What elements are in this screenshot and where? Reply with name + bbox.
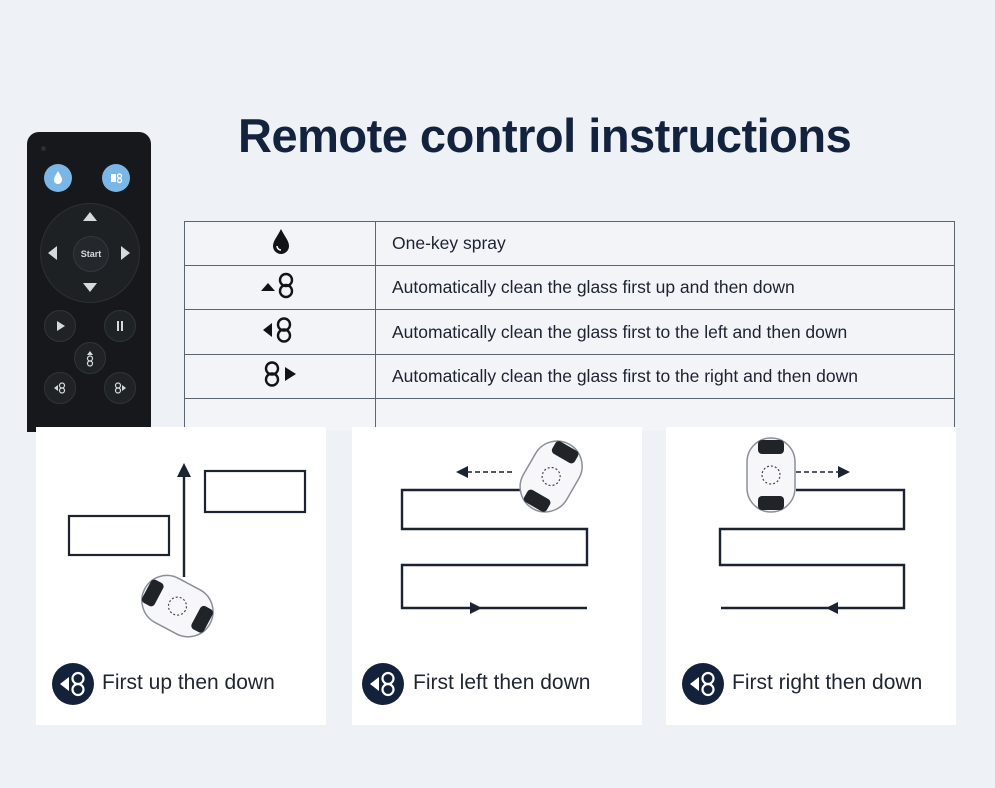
up-cycle-icon — [86, 351, 94, 367]
table-row: One-key spray — [184, 220, 955, 267]
pause-button[interactable] — [104, 310, 136, 342]
instruction-text: Automatically clean the glass first up a… — [375, 265, 955, 311]
mode-badge — [682, 663, 724, 705]
mode-panel-left: First left then down — [352, 427, 642, 725]
window-robot — [519, 440, 583, 513]
path-diagram-left — [400, 466, 589, 614]
play-button[interactable] — [44, 310, 76, 342]
instruction-text: Automatically clean the glass first to t… — [375, 353, 955, 399]
remote-control: Start — [27, 132, 151, 432]
up-arrow-button[interactable] — [83, 212, 97, 221]
mode-badge — [52, 663, 94, 705]
up-cycle-icon — [261, 273, 294, 299]
up-cycle-button[interactable] — [74, 342, 106, 374]
path-diagram-right — [718, 466, 906, 614]
path-diagram-up — [67, 463, 307, 577]
window-robot — [746, 437, 796, 513]
play-icon — [57, 321, 65, 331]
mode-badge — [362, 663, 404, 705]
instruction-table: One-key spray Automatically clean the gl… — [184, 220, 955, 431]
left-cycle-button[interactable] — [44, 372, 76, 404]
left-cycle-badge-icon — [690, 671, 715, 697]
mode-panel-up: First up then down — [36, 427, 326, 725]
left-cycle-icon — [54, 382, 66, 394]
right-cycle-button[interactable] — [104, 372, 136, 404]
table-row — [184, 397, 955, 431]
table-row: Automatically clean the glass first to t… — [184, 309, 955, 355]
mode-panel-right: First right then down — [666, 427, 956, 725]
window-robot — [141, 574, 214, 638]
page-title: Remote control instructions — [238, 109, 852, 162]
right-arrow-button[interactable] — [121, 246, 130, 260]
pause-icon — [117, 321, 123, 331]
instruction-text — [375, 397, 955, 431]
left-cycle-icon — [263, 316, 292, 343]
direction-pad: Start — [40, 203, 140, 303]
start-button[interactable]: Start — [73, 236, 109, 272]
down-arrow-button[interactable] — [83, 283, 97, 292]
spray-button[interactable] — [44, 164, 72, 192]
right-cycle-icon — [114, 382, 126, 394]
ir-sensor — [41, 146, 46, 151]
mode-caption: First left then down — [413, 671, 591, 694]
mode-caption: First right then down — [732, 671, 923, 694]
left-cycle-badge-icon — [60, 671, 85, 697]
icon-cell — [184, 309, 376, 355]
icon-cell — [184, 397, 376, 431]
table-row: Automatically clean the glass first up a… — [184, 265, 955, 311]
left-arrow-button[interactable] — [48, 246, 57, 260]
left-cycle-badge-icon — [370, 671, 395, 697]
instruction-text: Automatically clean the glass first to t… — [375, 309, 955, 355]
icon-cell — [184, 353, 376, 399]
mode-icon — [111, 173, 123, 184]
table-row: Automatically clean the glass first to t… — [184, 353, 955, 399]
mode-caption: First up then down — [102, 671, 275, 694]
mode-button[interactable] — [102, 164, 130, 192]
instruction-text: One-key spray — [375, 220, 955, 267]
water-drop-icon — [273, 229, 289, 255]
icon-cell — [184, 220, 376, 267]
right-cycle-icon — [264, 361, 296, 387]
icon-cell — [184, 265, 376, 311]
water-drop-icon — [54, 171, 62, 184]
